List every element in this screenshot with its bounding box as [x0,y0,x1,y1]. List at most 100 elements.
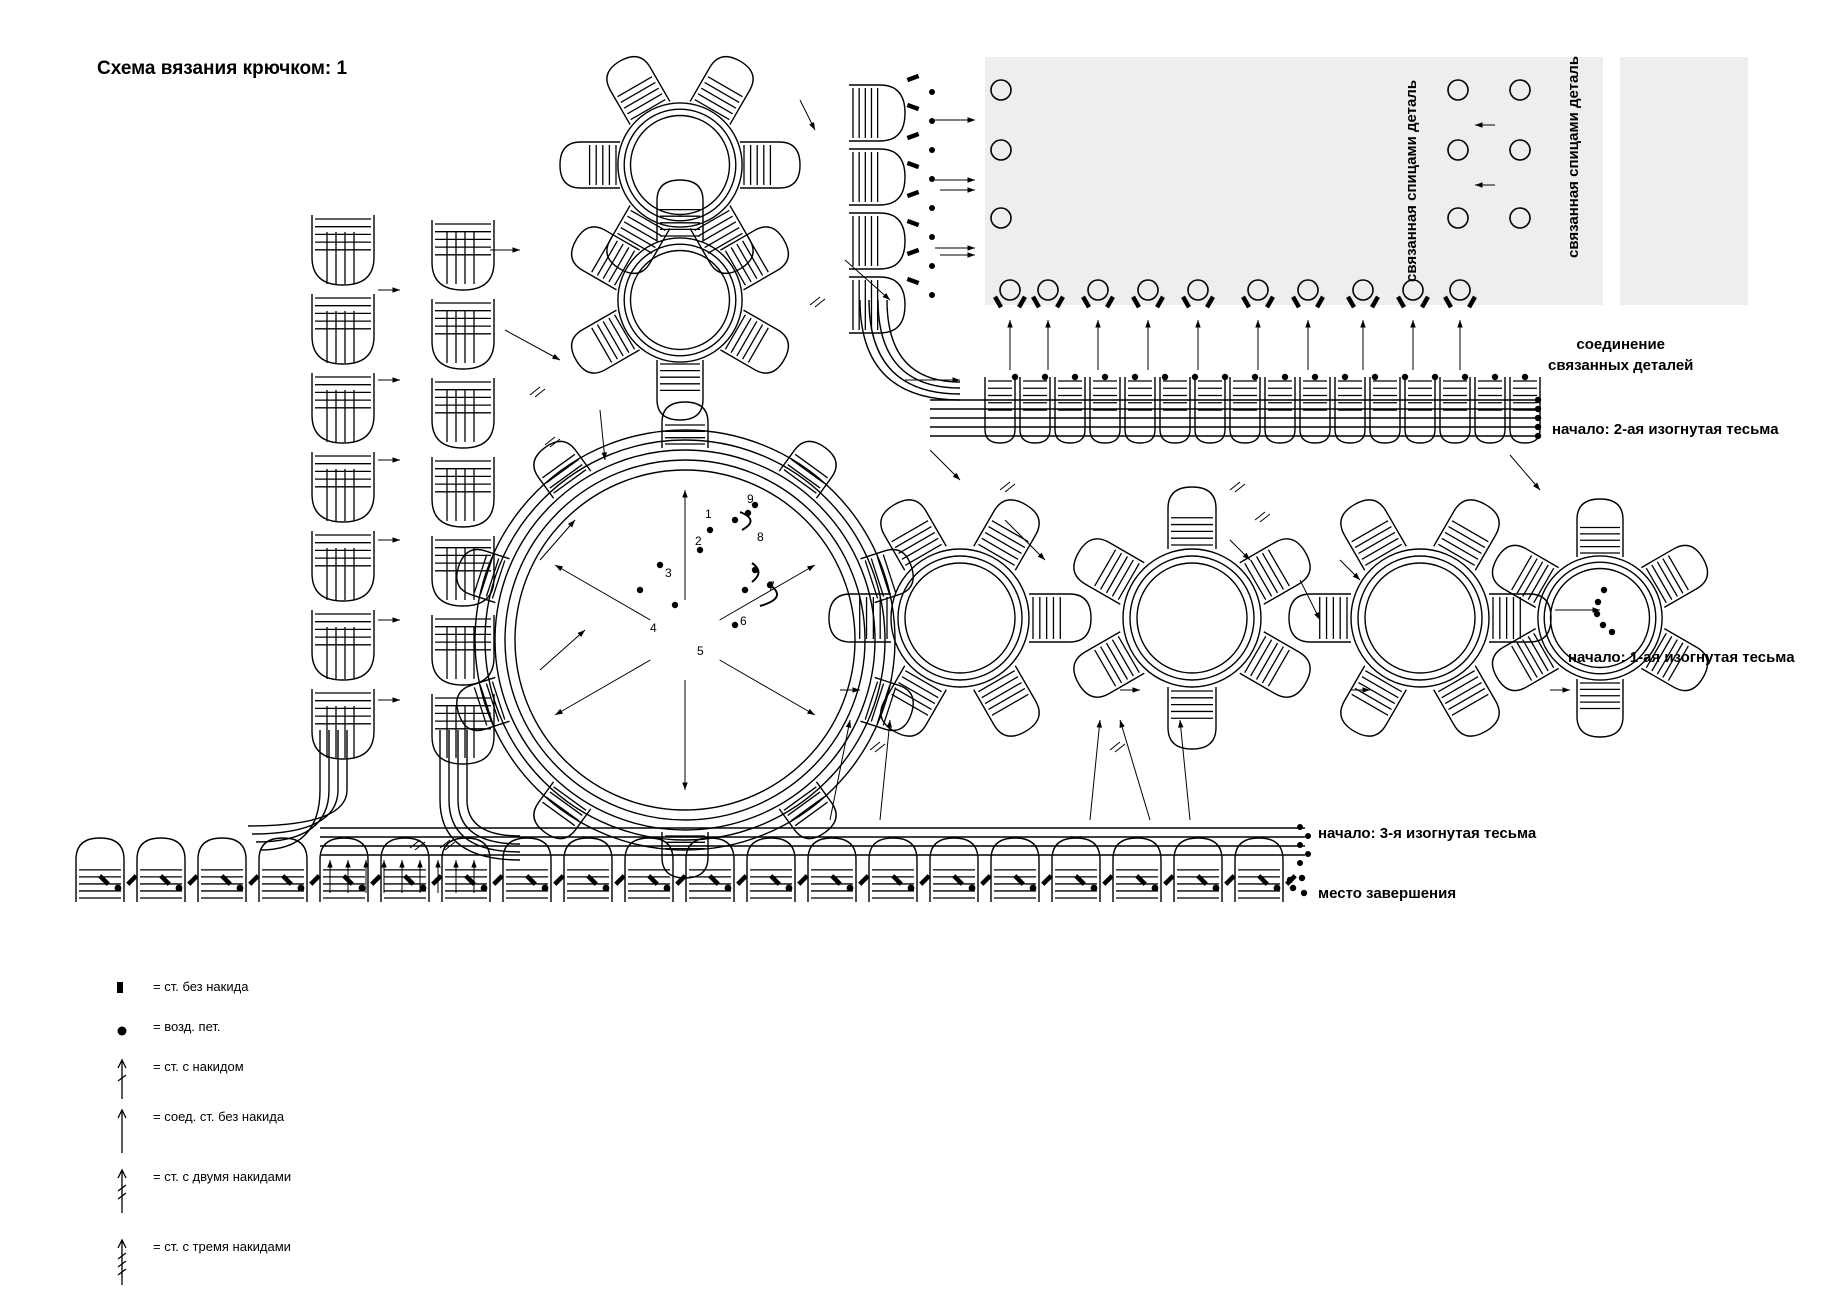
chain-dot [846,884,854,892]
joining-loop [1137,279,1159,301]
chain-dot [1161,373,1169,381]
single-crochet-mark [1055,295,1065,309]
chain-dot [1600,586,1608,594]
stitch-petal [849,148,906,206]
stitch-petal [1489,593,1552,643]
stitch-petal [849,212,906,270]
joining-loop [1087,279,1109,301]
stitch-petal [311,452,375,523]
stitch-petal [1264,377,1296,444]
chain-dot [1281,373,1289,381]
join-arrow [417,860,423,893]
join-arrow [940,252,975,258]
join-arrow [879,719,892,821]
stitch-petal [973,665,1040,737]
single-crochet-mark [1017,295,1027,309]
stitch-petal [1167,486,1217,549]
single-crochet-mark [906,131,920,141]
stitch-petal [319,837,369,902]
chain-dot [785,884,793,892]
stitch-petal [197,837,247,902]
single-crochet-mark [159,874,171,886]
stitch-petal [311,373,375,444]
chain-dot [1305,833,1311,839]
legend-text: = ст. с двумя накидами [153,1169,292,1184]
single-crochet-mark [281,874,293,886]
single-crochet-mark [647,874,659,886]
chain-dot [236,884,244,892]
joining-loop [1037,279,1059,301]
single-crochet-mark [1241,295,1251,309]
stitch-ring [890,548,1030,688]
stitch-petal [778,781,837,840]
single-crochet-mark [1155,295,1165,309]
stitch-petal [533,781,592,840]
single-crochet-mark [126,874,138,886]
slash-marks [409,296,1271,851]
band-left-columns [326,232,475,758]
stitch-petal [1239,538,1311,605]
chain-dot [602,884,610,892]
single-crochet-mark [614,874,626,886]
join-arrow [799,99,816,131]
single-crochet-mark [1265,295,1275,309]
chain-dot [929,89,935,95]
join-arrow [490,247,520,253]
stitch-petal [456,676,510,732]
join-arrow [599,409,607,461]
knitted-panel-right [1620,57,1748,305]
stitch-ring [1537,555,1663,681]
chain-dot [1011,373,1019,381]
single-crochet-mark [736,874,748,886]
single-crochet-mark [586,874,598,886]
chain-dot [929,234,935,240]
round-number: 8 [757,530,764,544]
chain-dot [1297,860,1303,866]
stitch-petal [380,837,430,902]
joining-loop [1449,279,1471,301]
single-crochet-mark [1443,295,1453,309]
single-crochet-mark [906,73,920,83]
stitch-petal [606,55,671,125]
chain-dot [1221,373,1229,381]
join-arrow [1255,320,1261,370]
single-crochet-mark [1041,874,1053,886]
stitch-petal [973,499,1040,571]
chain-dot [1286,876,1294,884]
stitch-petal [311,610,375,681]
chain-dot [1090,884,1098,892]
join-arrow [471,860,477,893]
chain-dot [1431,373,1439,381]
finish-dots [1286,874,1308,897]
chain-dot [1534,414,1542,422]
stitch-petal [1029,593,1092,643]
joining-loop [1187,279,1209,301]
upper-motif-a [559,55,801,275]
stitch-petal [1019,377,1051,444]
chain-dot [1371,373,1379,381]
stitch-ring [1122,548,1262,688]
chain-dot [358,884,366,892]
chain-dot [1534,423,1542,431]
chain-dot [1534,396,1542,404]
stitch-petal [1334,377,1366,444]
single-crochet-mark [1205,295,1215,309]
single-crochet-mark [1257,874,1269,886]
stitch-petal [1167,687,1217,750]
middle-motif-2 [1073,486,1311,750]
joining-loop [990,207,1012,229]
stitch-petal [533,440,592,499]
stitch-petal [1404,377,1436,444]
stitch-petal [136,837,186,902]
stitch-petal [258,837,308,902]
join-arrow [554,659,651,716]
stitch-petal [1234,837,1284,902]
single-crochet-mark [403,874,415,886]
stitch-petal [456,548,510,604]
stitch-petal [1124,377,1156,444]
chain-dot [1311,373,1319,381]
stitch-petal [1369,377,1401,444]
chain-dot [968,884,976,892]
joining-loop [1447,207,1469,229]
band-left-inner [431,220,495,765]
